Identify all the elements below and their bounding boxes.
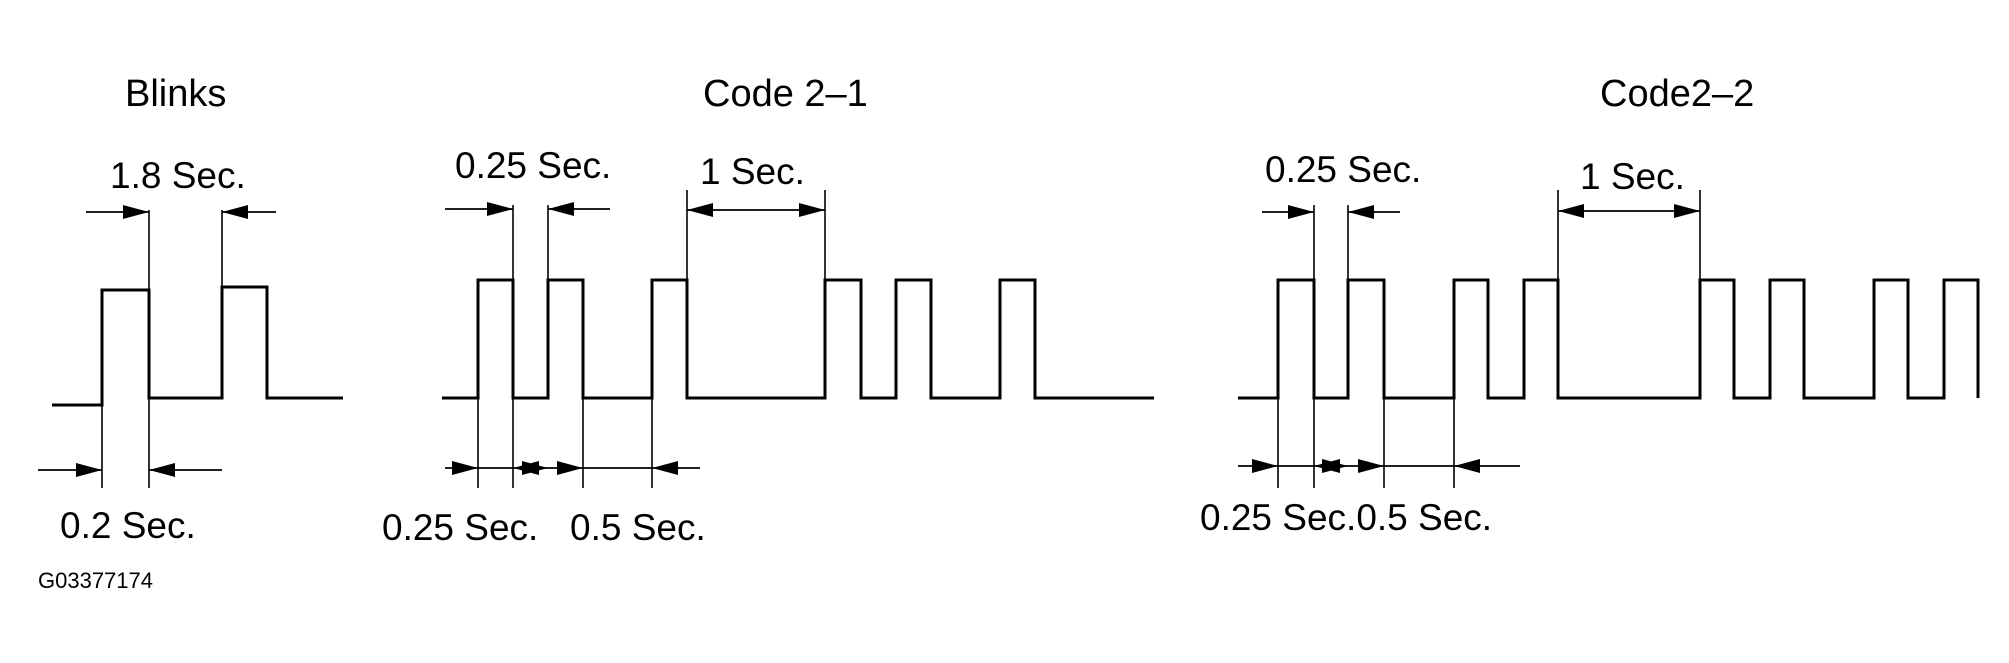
code21-title: Code 2–1 — [703, 73, 868, 115]
code22-section: Code2–2 0.25 Sec. 1 Sec. 0.25 Sec.0.5 Se… — [1200, 73, 1980, 538]
arrow-icon — [1322, 459, 1348, 473]
arrow-icon — [1674, 204, 1700, 218]
arrow-icon — [452, 461, 478, 475]
blinks-section: Blinks 1.8 Sec. 0.2 Sec. G03377174 — [38, 73, 343, 593]
arrow-icon — [522, 461, 548, 475]
arrow-icon — [222, 205, 248, 219]
arrow-icon — [1558, 204, 1584, 218]
arrow-icon — [149, 463, 175, 477]
code22-top-label-a: 0.25 Sec. — [1265, 149, 1421, 190]
arrow-icon — [487, 202, 513, 216]
code22-top-label-b: 1 Sec. — [1580, 156, 1685, 197]
arrow-icon — [557, 461, 583, 475]
blinks-top-label: 1.8 Sec. — [110, 155, 246, 196]
figure-code: G03377174 — [38, 568, 153, 593]
code21-top-label-b: 1 Sec. — [700, 151, 805, 192]
code22-bottom-label: 0.25 Sec.0.5 Sec. — [1200, 497, 1492, 538]
code21-section: Code 2–1 0.25 Sec. 1 Sec. 0.25 Sec. 0.5 … — [382, 73, 1154, 548]
blinks-waveform — [52, 285, 343, 407]
arrow-icon — [123, 205, 149, 219]
arrow-icon — [1358, 459, 1384, 473]
arrow-icon — [76, 463, 102, 477]
code21-waveform — [442, 278, 1154, 400]
arrow-icon — [548, 202, 574, 216]
arrow-icon — [652, 461, 678, 475]
code21-bottom-label-b: 0.5 Sec. — [570, 507, 706, 548]
arrow-icon — [1454, 459, 1480, 473]
arrow-icon — [1252, 459, 1278, 473]
code21-top-label-a: 0.25 Sec. — [455, 145, 611, 186]
arrow-icon — [799, 203, 825, 217]
blinks-bottom-label: 0.2 Sec. — [60, 505, 196, 546]
arrow-icon — [1288, 205, 1314, 219]
arrow-icon — [687, 203, 713, 217]
code22-title: Code2–2 — [1600, 73, 1754, 115]
code21-bottom-label-a: 0.25 Sec. — [382, 507, 538, 548]
code22-waveform — [1238, 278, 1980, 400]
blinks-title: Blinks — [125, 73, 226, 115]
arrow-icon — [1348, 205, 1374, 219]
